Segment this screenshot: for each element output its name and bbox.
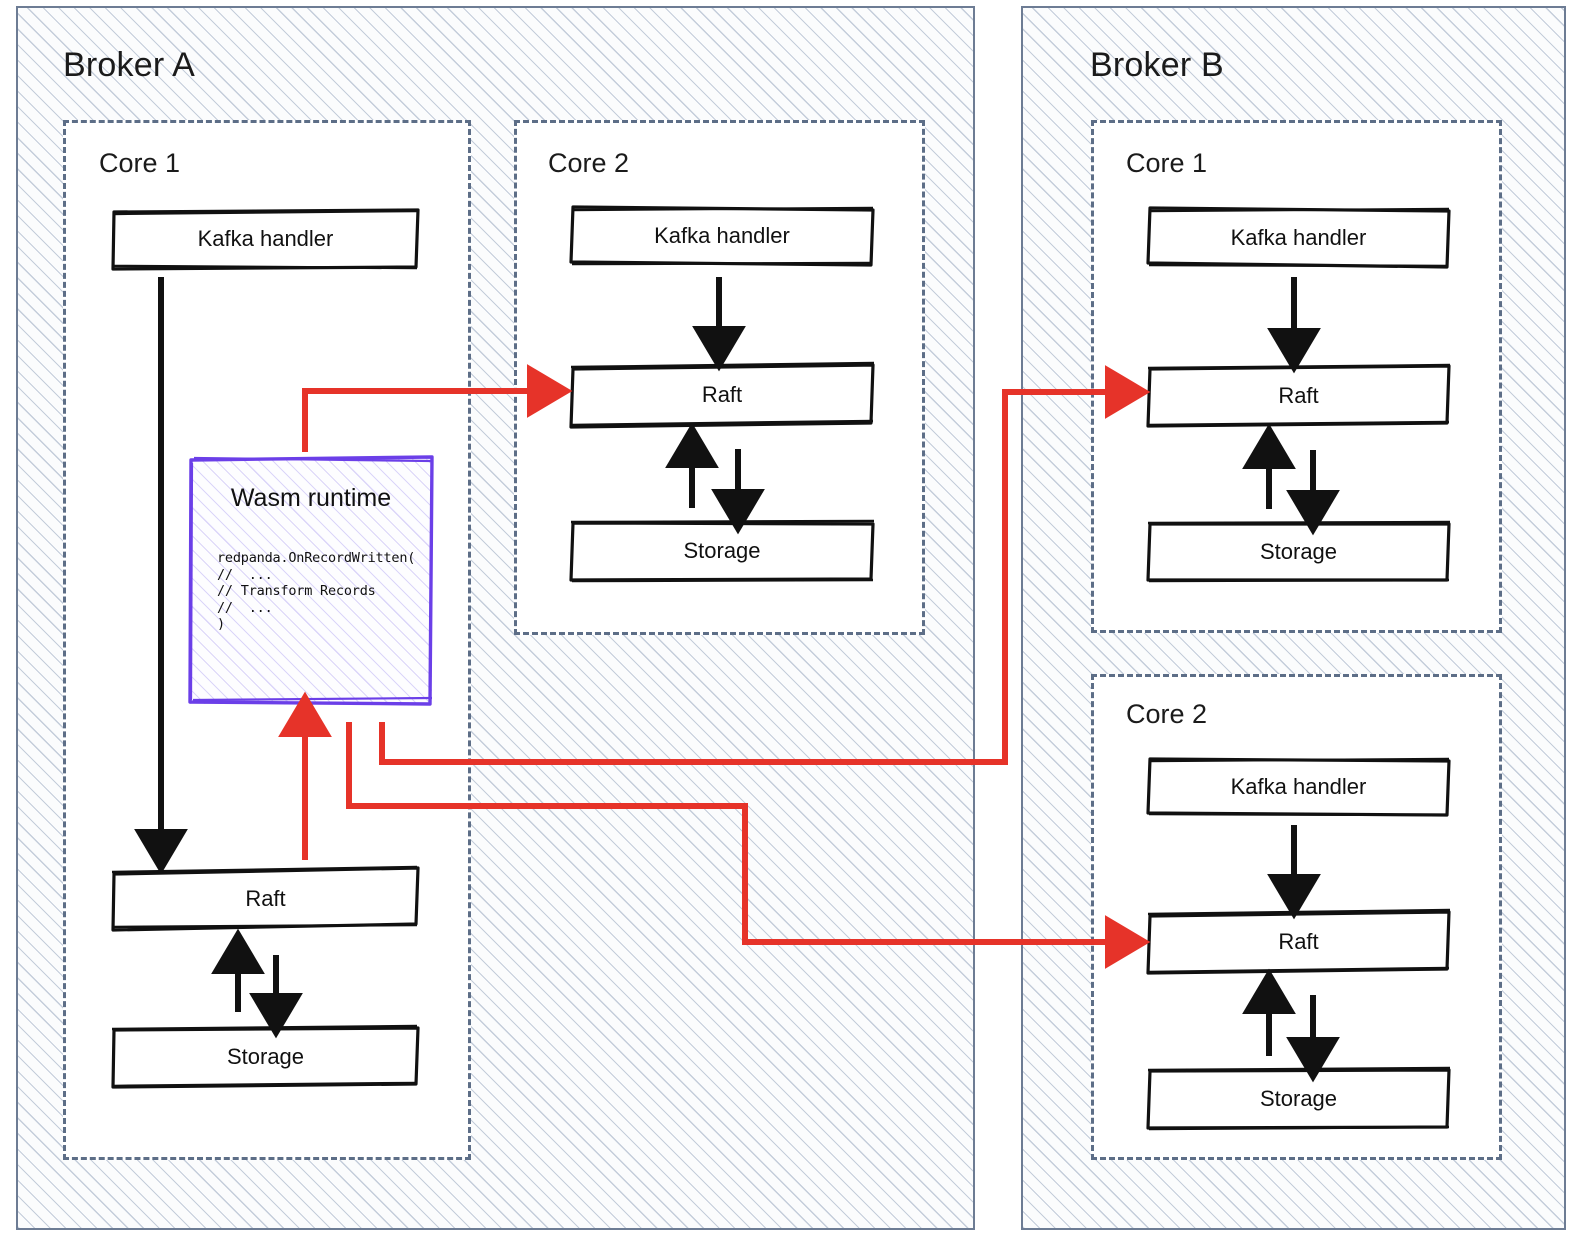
box-label: Raft <box>701 382 743 407</box>
box-label: Storage <box>1259 1086 1338 1111</box>
broker-b-core-2-title: Core 2 <box>1126 699 1208 729</box>
box-label: Raft <box>1278 383 1319 408</box>
box-label: Kafka handler <box>1230 774 1367 799</box>
box-label: Kafka handler <box>1230 225 1367 250</box>
broker-b-core-2-storage[interactable]: Storage <box>1146 1066 1451 1131</box>
wasm-runtime-code: redpanda.OnRecordWritten( // ... // Tran… <box>217 550 416 632</box>
box-label: Storage <box>1259 539 1338 564</box>
broker-a-core-2-title: Core 2 <box>548 148 630 178</box>
sketch-frame <box>111 208 420 271</box>
broker-a-core-1-storage[interactable]: Storage <box>111 1024 420 1089</box>
sketch-frame <box>111 1024 420 1089</box>
broker-a-core-2-raft[interactable]: Raft <box>569 361 875 429</box>
box-label: Raft <box>1278 929 1319 954</box>
broker-a-core-2-storage[interactable]: Storage <box>569 519 875 583</box>
broker-b-core-1-kafka-handler[interactable]: Kafka handler <box>1146 206 1451 269</box>
box-label: Storage <box>226 1044 305 1069</box>
broker-a-core-1-kafka-handler[interactable]: Kafka handler <box>111 208 420 271</box>
broker-b-core-1-storage[interactable]: Storage <box>1146 520 1451 583</box>
broker-b-core-2-kafka-handler[interactable]: Kafka handler <box>1146 757 1451 817</box>
box-label: Storage <box>683 538 761 563</box>
broker-b-core-1-raft[interactable]: Raft <box>1146 363 1451 428</box>
sketch-frame <box>1146 206 1451 269</box>
broker-a-core-1-title: Core 1 <box>99 148 181 178</box>
broker-a-title: Broker A <box>63 46 195 84</box>
broker-b-title: Broker B <box>1090 46 1224 84</box>
broker-b-core-2-raft[interactable]: Raft <box>1146 908 1451 975</box>
broker-a-core-2-kafka-handler[interactable]: Kafka handler <box>569 205 875 267</box>
box-label: Raft <box>245 886 286 911</box>
broker-a-core-1-raft[interactable]: Raft <box>111 865 420 932</box>
wasm-runtime-box[interactable]: Wasm runtime redpanda.OnRecordWritten( /… <box>188 455 434 706</box>
broker-b-core-1-title: Core 1 <box>1126 148 1208 178</box>
sketch-frame <box>569 205 875 267</box>
box-label: Kafka handler <box>197 226 334 251</box>
box-label: Kafka handler <box>654 223 790 248</box>
sketch-frame <box>1146 908 1451 975</box>
wasm-runtime-title: Wasm runtime <box>230 484 392 512</box>
sketch-frame <box>1146 757 1451 817</box>
